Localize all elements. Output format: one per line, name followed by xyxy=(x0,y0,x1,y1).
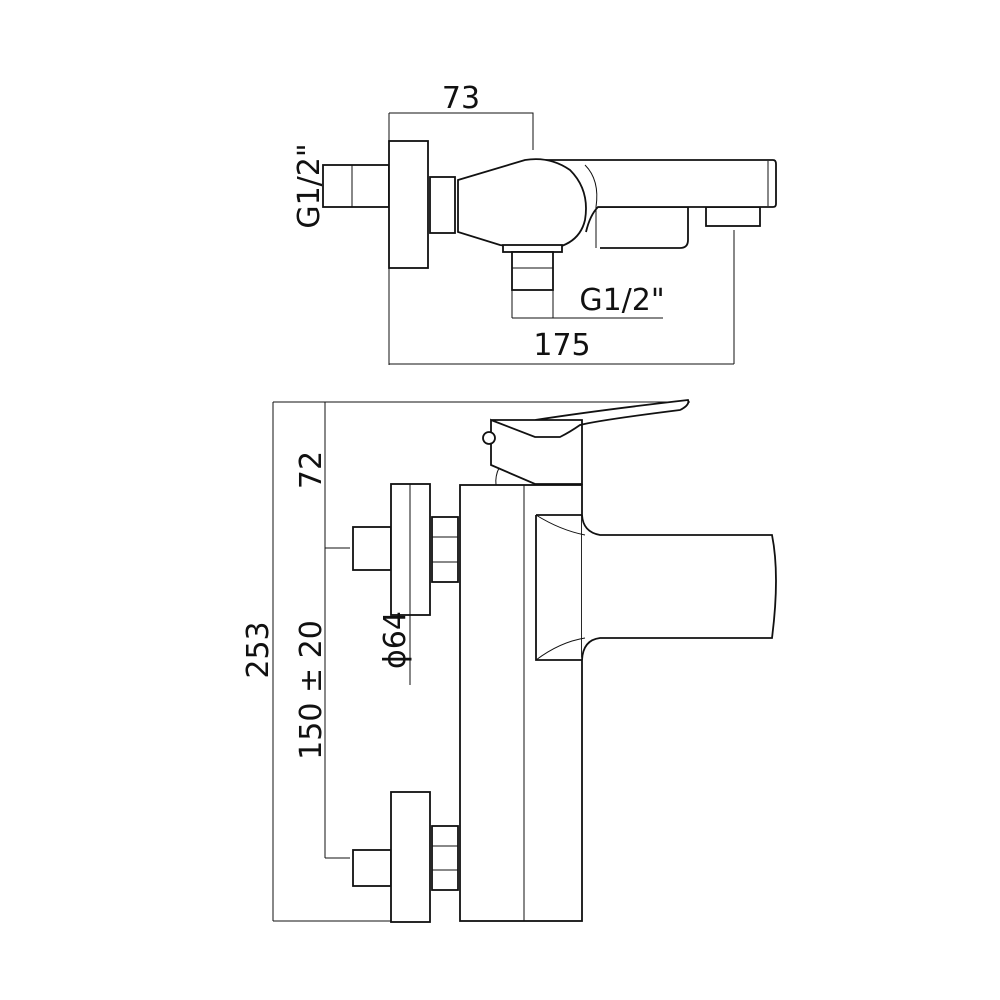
spout xyxy=(532,159,777,233)
dimension-outlet-thread: G1/2" xyxy=(511,283,665,319)
lower-wall-flange xyxy=(390,791,431,923)
mixer-body xyxy=(457,158,587,251)
inlet-pipe xyxy=(322,164,390,208)
lower-inlet-pipe xyxy=(352,849,392,887)
spout-side xyxy=(535,514,777,661)
outlet-thread-label: G1/2" xyxy=(579,283,664,318)
dim-175-label: 175 xyxy=(533,328,590,363)
dim-72-label: 72 xyxy=(294,451,329,489)
mixer-body-side xyxy=(459,484,583,922)
dimension-72-150: 72 150 ± 20 xyxy=(294,402,350,859)
outlet-collar xyxy=(502,244,563,253)
handle-screw xyxy=(482,431,496,445)
inlet-thread-label: G1/2" xyxy=(292,143,327,228)
side-view: 253 72 150 ± 20 ϕ64 xyxy=(241,399,777,923)
wall-flange xyxy=(388,140,429,269)
upper-inlet-pipe xyxy=(352,526,392,571)
dim-253-label: 253 xyxy=(241,621,276,678)
dimension-175: 175 xyxy=(389,230,735,365)
dim-diameter-label: ϕ64 xyxy=(378,611,413,669)
dimension-inlet-thread: G1/2" xyxy=(292,143,327,228)
dim-73-label: 73 xyxy=(442,81,480,116)
aerator xyxy=(705,206,761,227)
lower-nut xyxy=(431,825,459,891)
outlet-pipe xyxy=(511,251,554,291)
lever-handle xyxy=(490,399,690,485)
lower-channel xyxy=(595,206,689,249)
nut xyxy=(429,176,456,234)
top-view: 73 G1/2" G1/2" 175 xyxy=(292,81,777,365)
upper-nut xyxy=(431,516,459,583)
dim-150-label: 150 ± 20 xyxy=(294,620,329,760)
